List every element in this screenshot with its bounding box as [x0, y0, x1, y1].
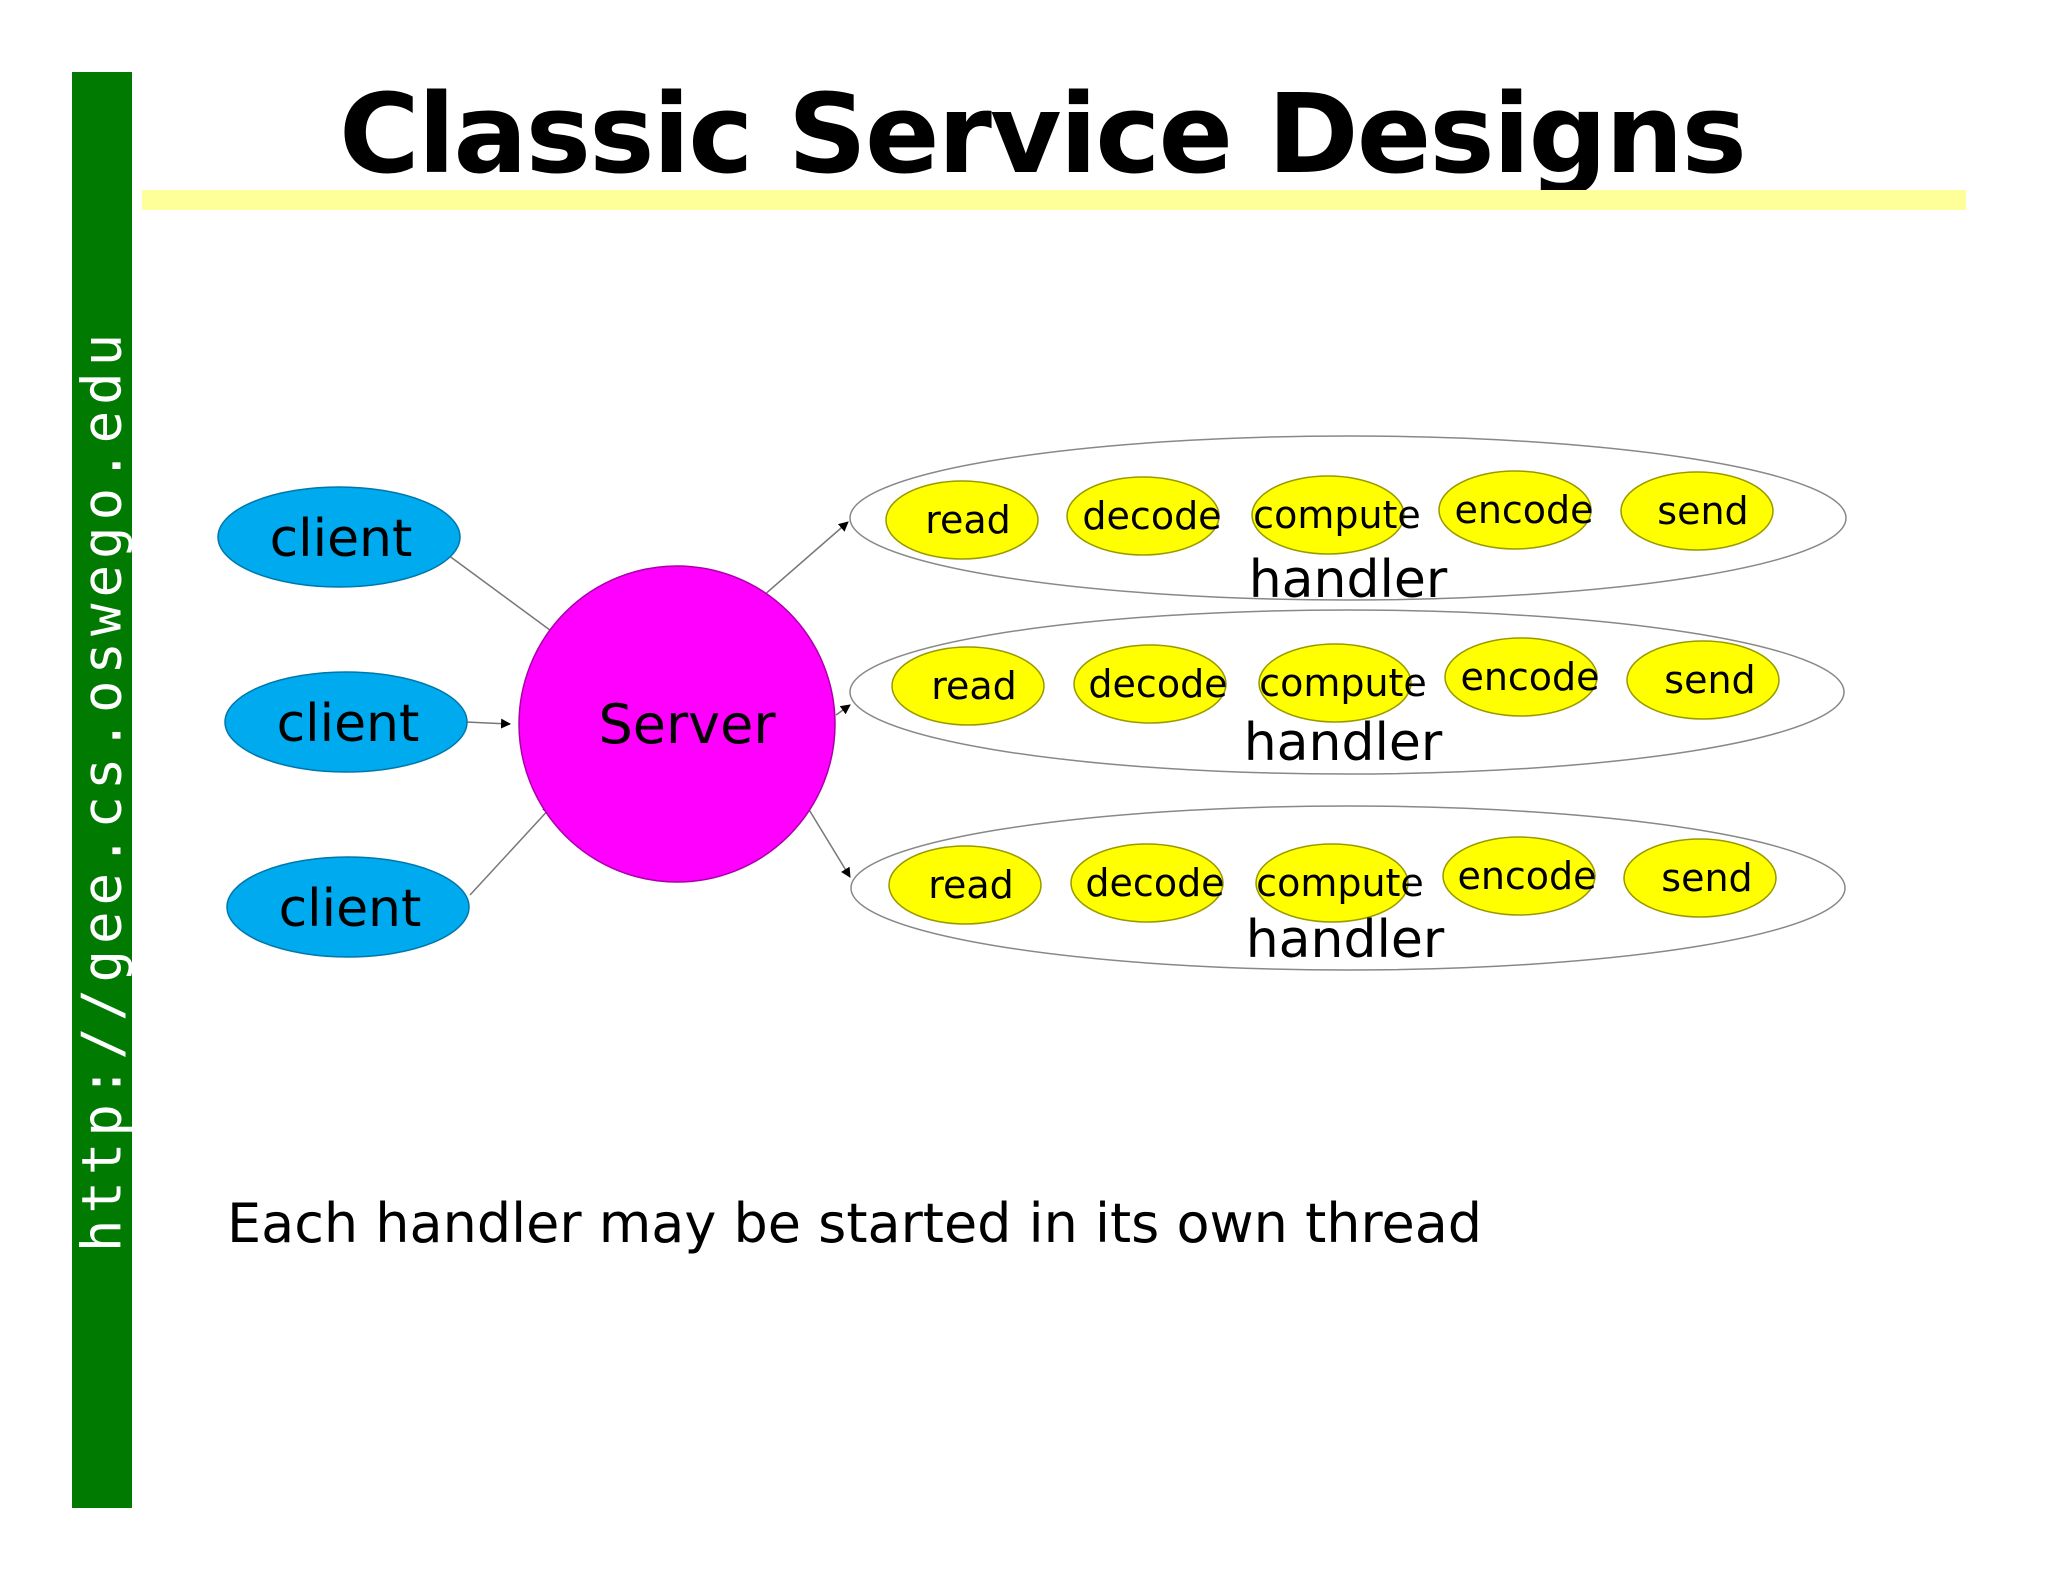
- step-send: [1623, 838, 1777, 918]
- client-node: [217, 486, 461, 588]
- server-label: Server: [598, 693, 776, 756]
- step-label: send: [1657, 489, 1748, 533]
- step-compute: [1255, 843, 1409, 923]
- handler-label: handler: [1246, 910, 1445, 970]
- step-read: [888, 845, 1042, 925]
- step-label: compute: [1256, 861, 1424, 905]
- server-to-handler-2-arrow: [835, 704, 851, 716]
- client-3-to-server-arrow: [469, 805, 553, 896]
- step-label: decode: [1085, 861, 1224, 905]
- sidebar-bar: [72, 72, 132, 1508]
- handler-label: handler: [1244, 713, 1443, 773]
- step-label: send: [1664, 658, 1755, 702]
- handler-outline: [850, 805, 1846, 971]
- step-decode: [1066, 476, 1220, 556]
- step-send: [1626, 640, 1780, 720]
- client-2-to-server-arrow: [465, 718, 511, 729]
- caption: Each handler may be started in its own t…: [227, 1192, 1483, 1255]
- client-label: client: [277, 694, 420, 754]
- step-compute: [1251, 475, 1405, 555]
- step-label: encode: [1460, 655, 1599, 699]
- client-node: [224, 671, 468, 773]
- client-label: client: [279, 879, 422, 939]
- step-label: compute: [1259, 661, 1427, 705]
- step-label: encode: [1457, 854, 1596, 898]
- slide-title: Classic Service Designs: [338, 70, 1747, 198]
- client-1-to-server-arrow: [447, 554, 559, 637]
- server-node: [518, 565, 836, 883]
- step-decode: [1073, 644, 1227, 724]
- client-label: client: [270, 509, 413, 569]
- step-encode: [1438, 470, 1592, 550]
- step-encode: [1442, 836, 1596, 916]
- step-decode: [1070, 843, 1224, 923]
- step-read: [891, 646, 1045, 726]
- step-compute: [1258, 643, 1412, 723]
- step-send: [1620, 471, 1774, 551]
- title-underline: [142, 190, 1966, 210]
- step-read: [885, 480, 1039, 560]
- step-label: read: [931, 664, 1017, 708]
- step-label: compute: [1253, 493, 1421, 537]
- step-label: decode: [1088, 662, 1227, 706]
- handler-outline: [849, 435, 1847, 601]
- step-encode: [1444, 637, 1598, 717]
- server-to-handler-1-arrow: [754, 521, 849, 604]
- step-label: send: [1661, 856, 1752, 900]
- step-label: decode: [1082, 494, 1221, 538]
- step-label: read: [925, 498, 1011, 542]
- step-label: read: [928, 863, 1014, 907]
- handler-label: handler: [1249, 550, 1448, 610]
- server-to-handler-3-arrow: [807, 807, 851, 878]
- client-node: [226, 856, 470, 958]
- step-label: encode: [1454, 488, 1593, 532]
- handler-outline: [849, 609, 1845, 775]
